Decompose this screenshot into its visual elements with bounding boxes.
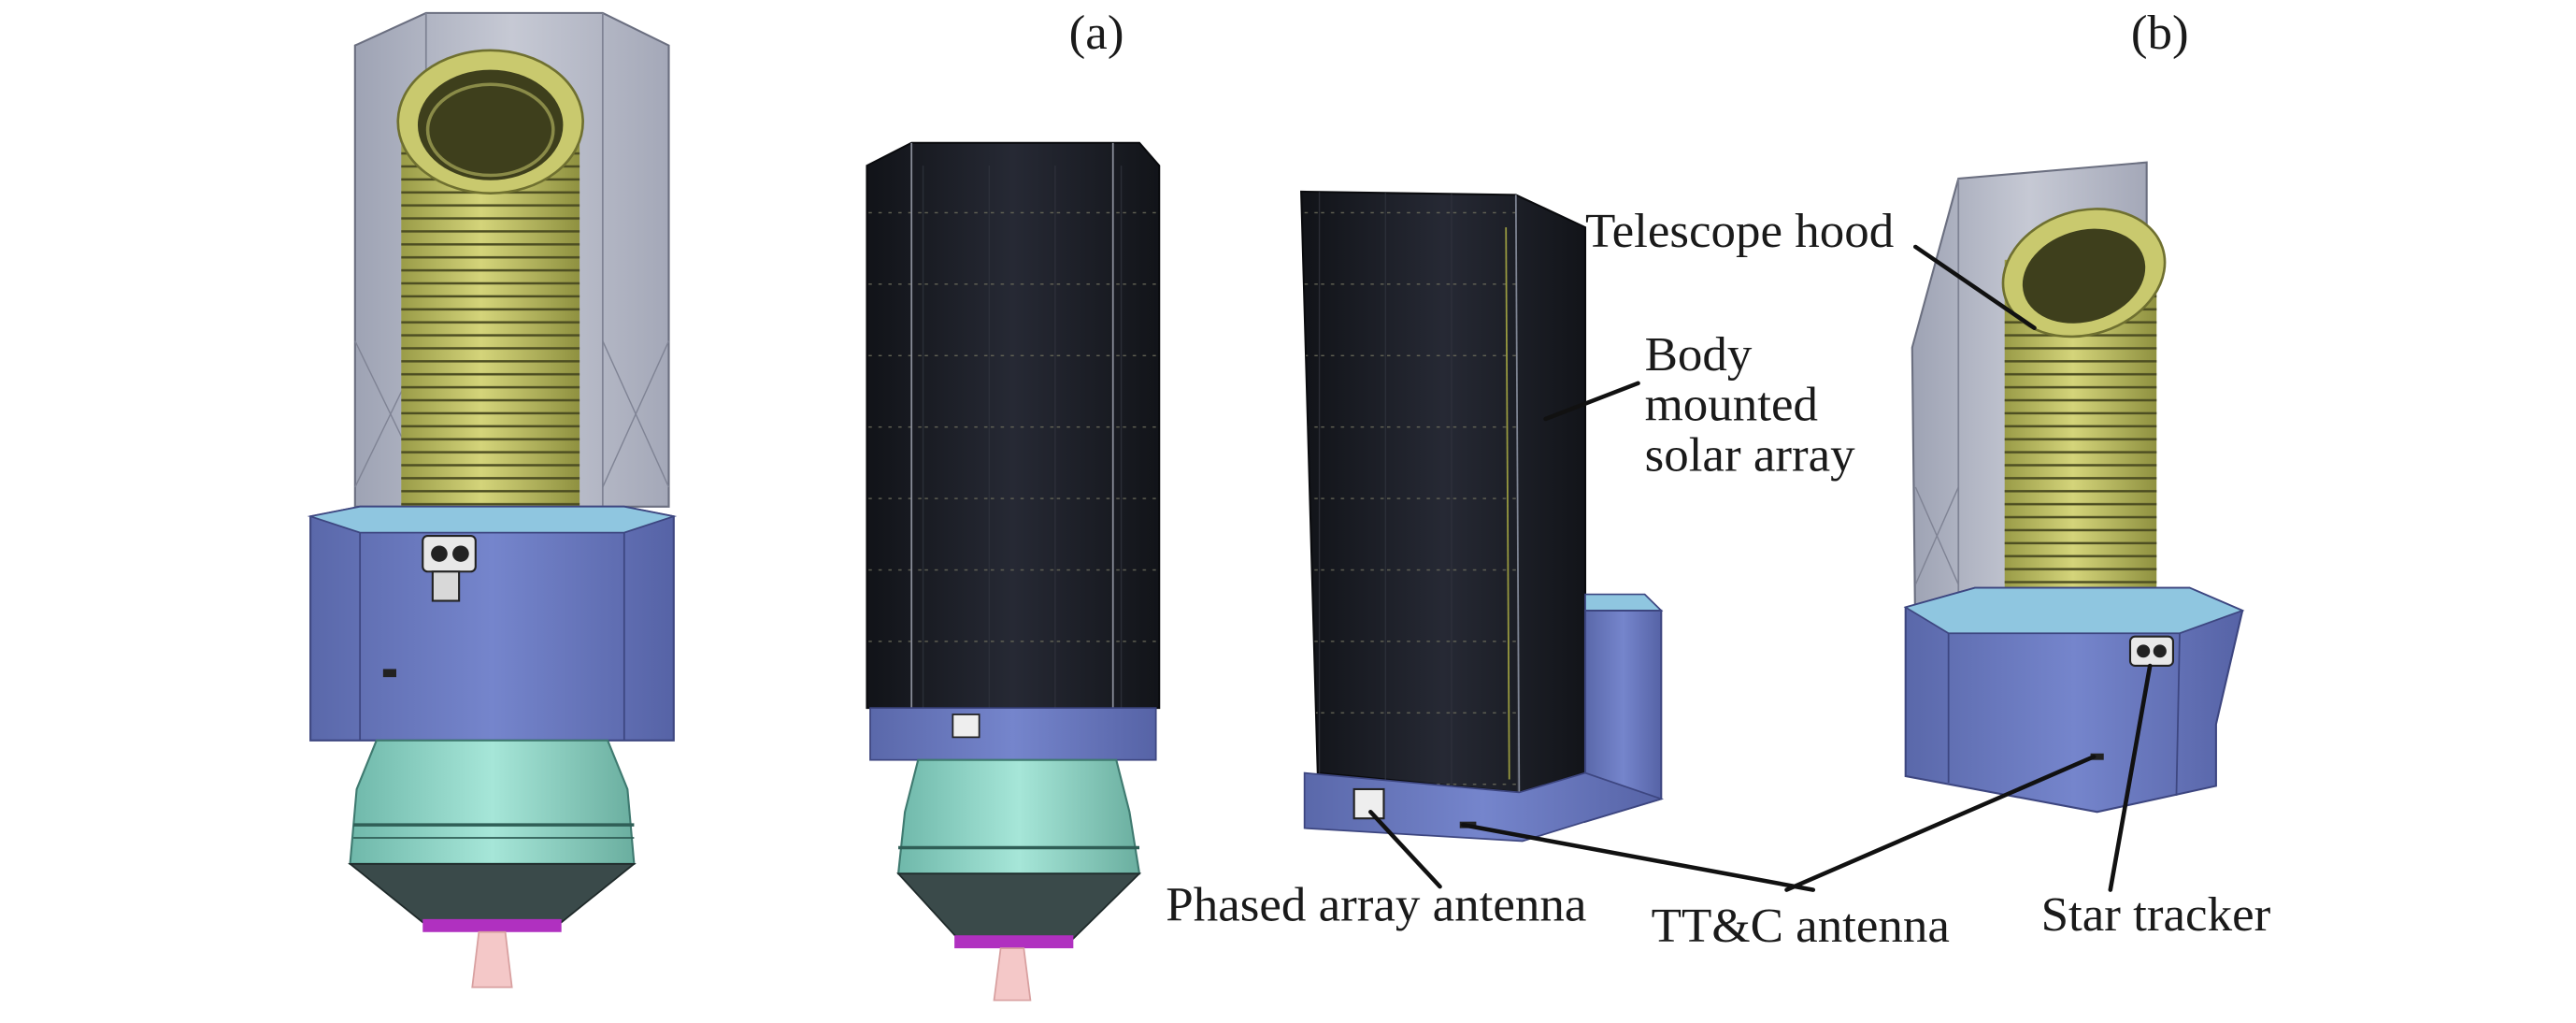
propulsion-module [349, 739, 636, 865]
phased-array-antenna-icon [1352, 787, 1385, 820]
callout-leaders [1368, 244, 2153, 892]
spacecraft-bus [309, 505, 675, 742]
label-solar-array-line1: Body [1645, 327, 1753, 381]
spacecraft-solar-view [866, 141, 1161, 1001]
label-solar-array-line2: mounted [1645, 378, 1818, 431]
label-star-tracker: Star tracker [2041, 887, 2271, 941]
label-ttc-antenna: TT&C antenna [1652, 900, 1950, 953]
spacecraft-front-view [307, 11, 678, 988]
engine-ring [422, 918, 562, 932]
phased-array-icon [952, 713, 980, 739]
label-solar-array-line3: solar array [1645, 428, 1856, 482]
star-tracker-b-icon [2128, 635, 2174, 668]
label-telescope-hood: Telescope hood [1585, 204, 1894, 257]
star-tracker-icon [422, 535, 477, 602]
panel-label-b: (b) [2131, 6, 2189, 59]
spacecraft-angled-view [1300, 190, 1665, 843]
label-phased-array-antenna: Phased array antenna [1166, 878, 1586, 931]
spacecraft-view-b [1903, 161, 2245, 814]
panel-label-a: (a) [1069, 6, 1124, 59]
thruster-plume [471, 930, 513, 988]
